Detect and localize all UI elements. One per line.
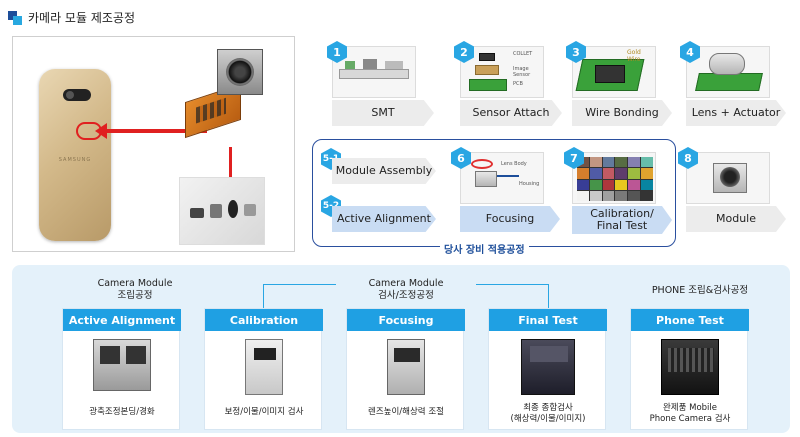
equipment-card-active-alignment: Active Alignment 광축조정본딩/경화 xyxy=(62,308,181,430)
focusing-image: Lens Body Housing xyxy=(460,152,544,204)
lens-actuator-image xyxy=(686,46,770,98)
lens-body-label: Lens Body xyxy=(501,161,527,167)
equipment-card-caption: 최종 종합검사 (해상력/이물/이미지) xyxy=(510,403,586,424)
inspection-process-heading: Camera Module 검사/조정공정 xyxy=(336,278,476,302)
assembly-process-heading: Camera Module 조립공정 xyxy=(97,278,173,301)
calibration-machine-image xyxy=(245,339,283,395)
equipment-card-final-test: Final Test 최종 종합검사 (해상력/이물/이미지) xyxy=(488,308,607,430)
step-label: Active Alignment xyxy=(332,206,436,232)
red-connector-line xyxy=(229,147,232,181)
step-badge: 7 xyxy=(564,147,584,169)
module-image xyxy=(686,152,770,204)
phone-camera-icon xyxy=(63,89,91,101)
exploded-module-image xyxy=(179,177,265,245)
equipment-card-caption: 광축조정본딩/경화 xyxy=(89,407,155,417)
step-label: Module Assembly xyxy=(332,158,436,184)
equipment-card-title: Final Test xyxy=(489,309,607,331)
phone-test-machine-image xyxy=(661,339,719,395)
step-badge: 3 xyxy=(566,41,586,63)
equipment-card-focusing: Focusing 렌즈높이/해상력 조절 xyxy=(346,308,465,430)
equipment-card-caption: 완제품 Mobile Phone Camera 검사 xyxy=(649,403,731,424)
title-bullet-icon xyxy=(8,10,22,25)
camera-module-photo-panel: SAMSUNG xyxy=(12,36,295,252)
active-alignment-machine-image xyxy=(93,339,151,391)
step-badge: 4 xyxy=(680,41,700,63)
sensor-attach-image: COLLET Image Sensor PCB xyxy=(460,46,544,98)
step-badge: 2 xyxy=(454,41,474,63)
smt-image xyxy=(332,46,416,98)
final-test-machine-image xyxy=(521,339,575,395)
step-badge: 1 xyxy=(327,41,347,63)
step-label: Module xyxy=(686,206,786,232)
equipment-card-caption: 렌즈높이/해상력 조절 xyxy=(368,407,444,417)
step-badge: 6 xyxy=(451,147,471,169)
phone-image: SAMSUNG xyxy=(39,69,111,241)
step-label: SMT xyxy=(332,100,434,126)
equipment-card-title: Calibration xyxy=(205,309,323,331)
image-sensor-label: Image Sensor xyxy=(513,66,531,78)
phone-brand: SAMSUNG xyxy=(58,157,92,163)
equipment-card-calibration: Calibration 보정/이물/이미지 검사 xyxy=(204,308,323,430)
camera-module-image xyxy=(179,49,273,145)
focusing-machine-image xyxy=(387,339,425,395)
step-label: Sensor Attach xyxy=(460,100,562,126)
housing-label: Housing xyxy=(519,181,540,187)
page-title-group: 카메라 모듈 제조공정 xyxy=(8,9,135,26)
collet-label: COLLET xyxy=(513,51,533,57)
equipment-card-title: Focusing xyxy=(347,309,465,331)
step-label: Lens + Actuator xyxy=(686,100,786,126)
page-title: 카메라 모듈 제조공정 xyxy=(28,11,135,25)
color-chart-image xyxy=(572,152,656,204)
pcb-label: PCB xyxy=(513,81,523,87)
owned-equipment-label: 당사 장비 적용공정 xyxy=(440,241,529,256)
step-label: Calibration/ Final Test xyxy=(572,206,672,234)
step-label: Wire Bonding xyxy=(572,100,672,126)
red-arrow-icon xyxy=(95,123,207,139)
equipment-card-caption: 보정/이물/이미지 검사 xyxy=(224,407,304,417)
wire-bonding-image: Gold Wire xyxy=(572,46,656,98)
equipment-card-phone-test: Phone Test 완제품 Mobile Phone Camera 검사 xyxy=(630,308,749,430)
phone-process-heading: PHONE 조립&검사공정 xyxy=(651,285,749,296)
gold-wire-label: Gold Wire xyxy=(627,49,641,63)
step-badge: 8 xyxy=(678,147,698,169)
equipment-card-title: Phone Test xyxy=(631,309,749,331)
equipment-card-title: Active Alignment xyxy=(63,309,181,331)
step-label: Focusing xyxy=(460,206,560,232)
